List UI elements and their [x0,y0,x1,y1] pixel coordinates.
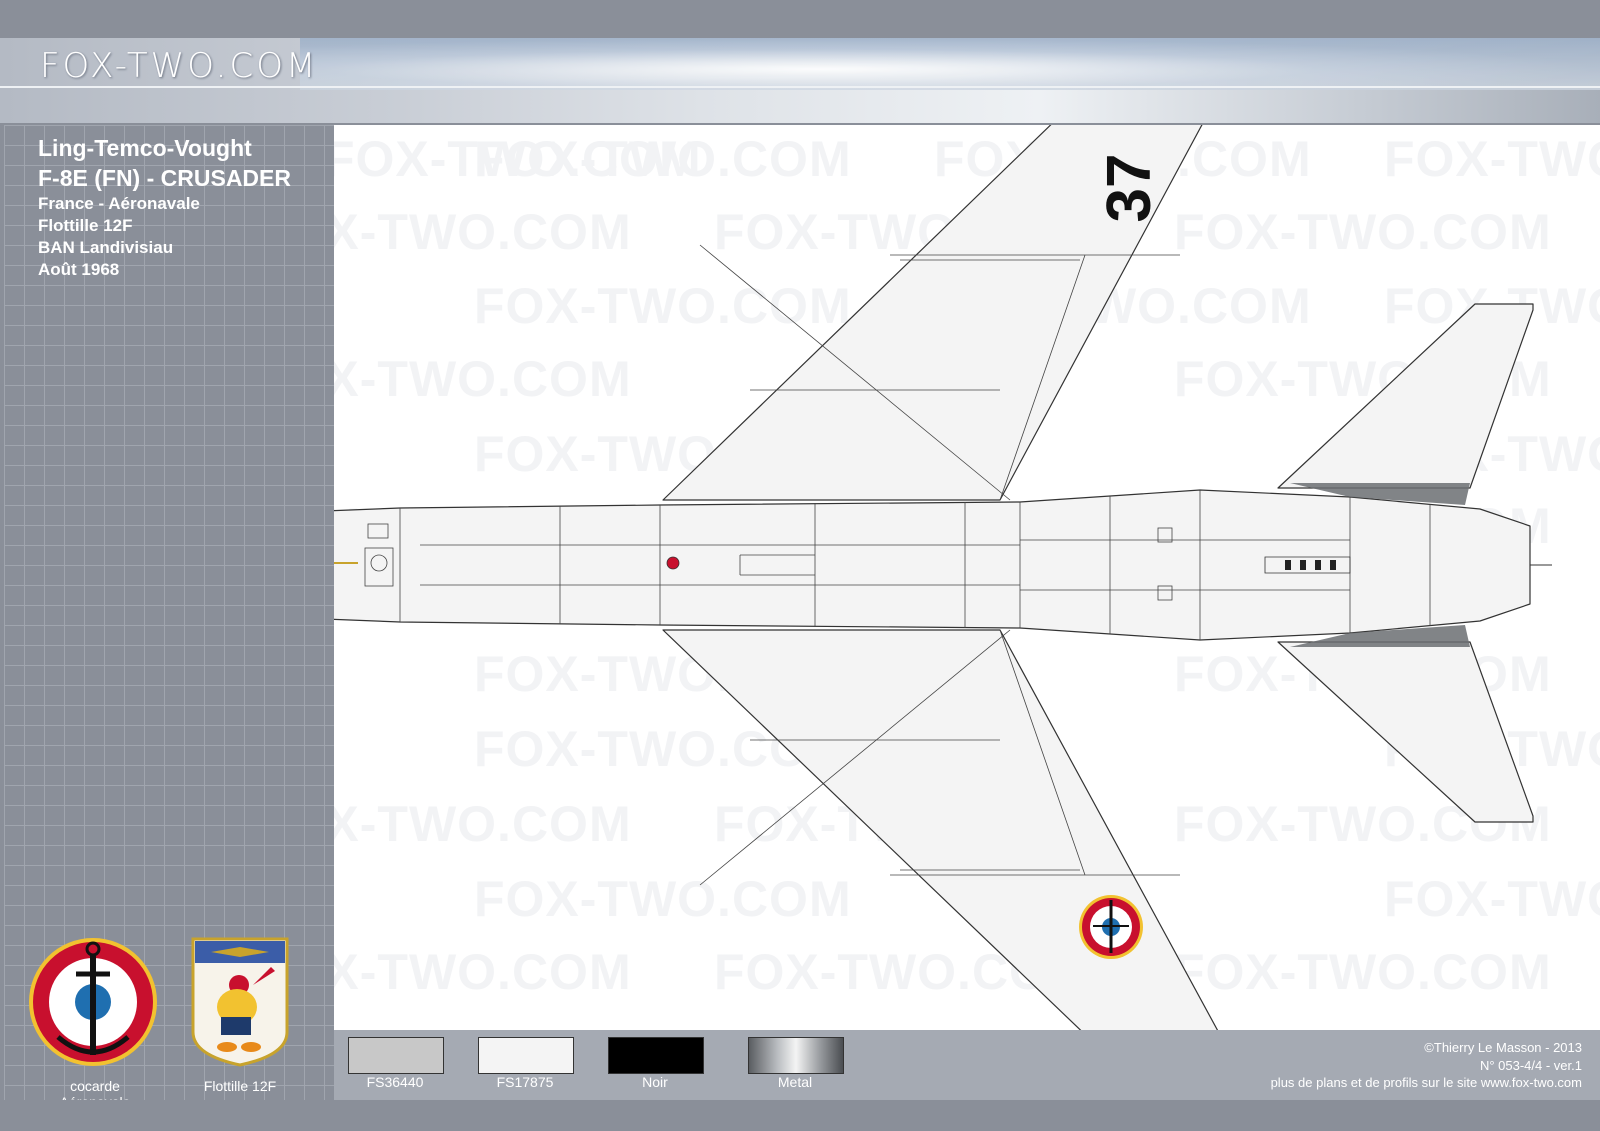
base-text: BAN Landivisiau [38,238,174,257]
swatch-label: Metal [777,1074,813,1090]
title-block: Ling-Temco-Vought F-8E (FN) - CRUSADER F… [38,133,291,281]
cocarde-aeronavale-icon [29,938,157,1066]
watermark: FOX-TWO.COM [334,944,632,1000]
swatch-fs17875 [478,1037,574,1074]
lower-wing [662,629,1219,1030]
swatch-fs36440 [348,1037,444,1074]
watermark: FOX-TWO.COM [334,204,632,260]
unit-text: Flottille 12F [38,216,133,235]
swatch-label: Noir [642,1074,668,1090]
bottom-strip [0,1100,1600,1131]
wing-cocarde-icon [1079,895,1143,959]
exhaust-lower [1290,625,1470,647]
website-link[interactable]: plus de plans et de profils sur le site … [1270,1075,1582,1090]
upper-stabilizer [1277,303,1534,489]
cocarde-label-line1: cocarde [70,1078,120,1094]
model-title: F-8E (FN) - CRUSADER [38,165,291,191]
exhaust-upper [1290,483,1470,505]
watermark: FOX-TWO.COM [1174,944,1552,1000]
aircraft-number: 37 [1095,153,1164,223]
site-logo[interactable]: FOX-TWO.COM [40,46,319,86]
swatch-noir [608,1037,704,1074]
sidebar-grid [4,125,334,1100]
header-banner: FOX-TWO.COM [0,38,1600,123]
country-text: France - Aéronavale [38,194,200,213]
date-text: Août 1968 [38,260,120,279]
swatch-label: FS36440 [366,1074,424,1090]
author-credit: ©Thierry Le Masson - 2013 [1424,1040,1582,1055]
watermark: FOX-TWO.COM [474,278,852,334]
fuselage [334,489,1531,641]
banner-divider [0,86,1600,88]
drawing-area: FOX-TWO.COM FOX-TWO.COM FOX-TWO.COM FOX-… [334,125,1600,1030]
sky-photo [300,38,1600,90]
watermark: FOX-TWO.COM [334,131,702,187]
upper-wing [662,125,1203,501]
flottille-12f-badge-icon [191,937,289,1067]
manufacturer-title: Ling-Temco-Vought [38,135,252,161]
top-bar [0,0,1600,38]
watermark: FOX-TWO.COM [1384,131,1600,187]
watermark: FOX-TWO.COM [334,351,632,407]
watermark: FOX-TWO.COM [1174,204,1552,260]
aircraft-top-view [334,125,1552,1030]
flottille-label: Flottille 12F [203,1078,277,1094]
watermark: FOX-TWO.COM [474,871,852,927]
swatch-metal [748,1037,844,1074]
lower-stabilizer [1277,641,1534,823]
version-text: N° 053-4/4 - ver.1 [1479,1058,1582,1073]
watermark: FOX-TWO.COM [1384,871,1600,927]
watermark: FOX-TWO.COM [474,131,852,187]
swatch-label: FS17875 [496,1074,554,1090]
watermark: FOX-TWO.COM [334,796,632,852]
